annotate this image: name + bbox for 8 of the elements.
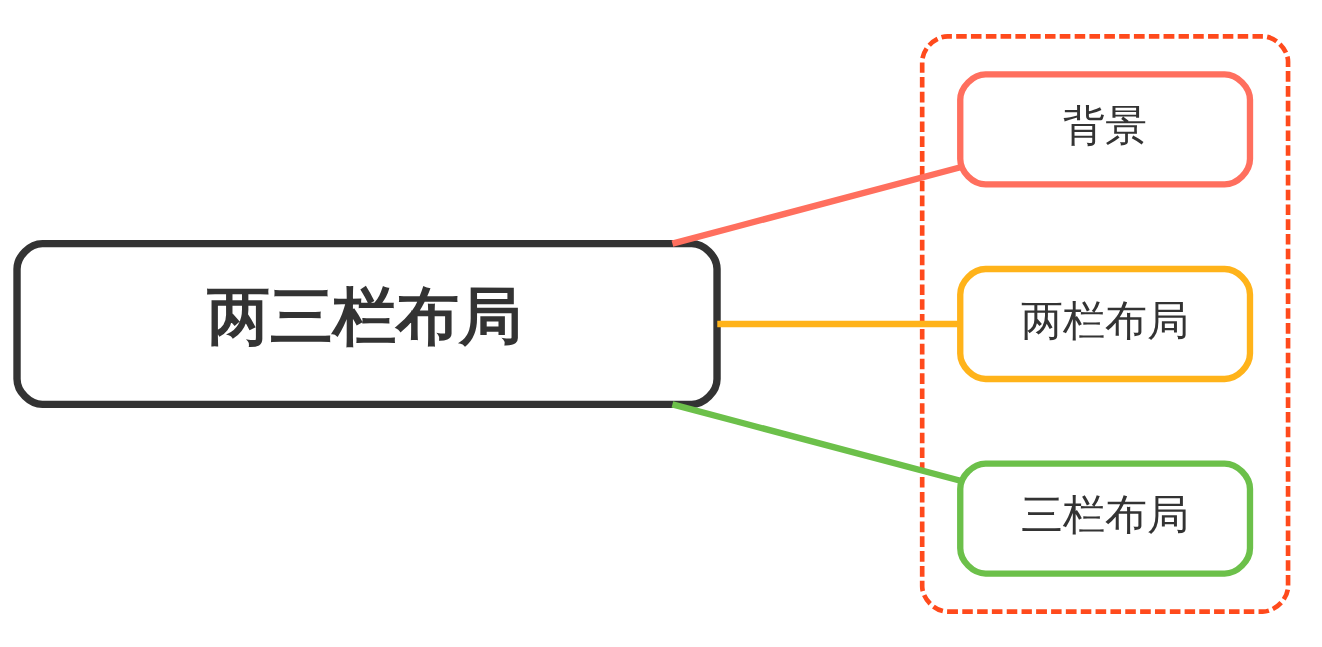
node-box: 两三栏布局 [13, 239, 721, 408]
connector [671, 400, 961, 484]
node-box: 两栏布局 [957, 265, 1254, 382]
node-box: 背景 [957, 70, 1254, 188]
connector [717, 320, 961, 327]
node-box: 三栏布局 [957, 459, 1254, 577]
connector [671, 163, 961, 247]
cluster [919, 33, 1291, 614]
